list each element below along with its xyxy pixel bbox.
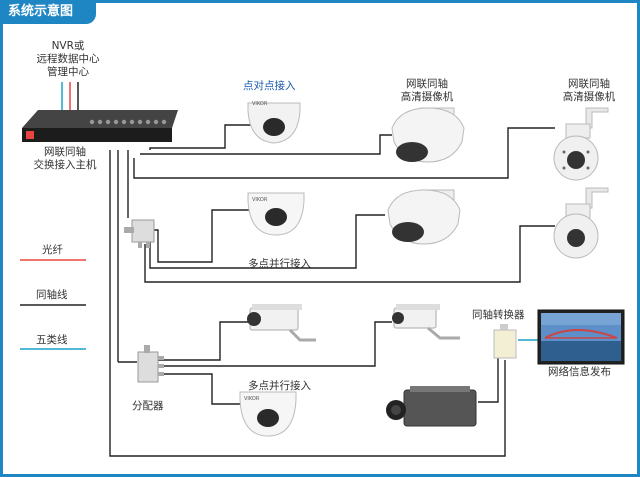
dome-camera-icon: [239, 391, 297, 437]
nvr-label-line2: 远程数据中心: [36, 53, 100, 65]
display-screen-icon: [537, 309, 625, 365]
converter-label: 同轴转换器: [472, 309, 525, 321]
nvr-label: NVR或 远程数据中心 管理中心: [28, 40, 108, 79]
legend-cat5-label: 五类线: [36, 334, 68, 346]
bullet-camera-icon: [392, 304, 460, 340]
legend-fiber-label: 光纤: [42, 244, 63, 256]
hd-camera-icon: [391, 107, 465, 163]
multi-point-label-1: 多点并行接入: [248, 258, 311, 270]
nvr-label-line3: 管理中心: [47, 66, 89, 78]
box-camera-icon: [386, 386, 477, 427]
brand-mark: VIKOR: [252, 197, 268, 203]
host-label-line1: 网联同轴: [44, 146, 86, 158]
legend-coax-label: 同轴线: [36, 289, 68, 301]
dome-camera-icon: [247, 102, 301, 144]
nvr-label-line1: NVR或: [51, 40, 85, 52]
coax-lines: [109, 124, 555, 457]
host-device-icon: [22, 110, 178, 142]
legend-lines: [20, 259, 86, 350]
splitter-icon: [124, 219, 155, 248]
p2p-label: 点对点接入: [243, 80, 296, 92]
multi-point-label-2: 多点并行接入: [248, 380, 311, 392]
host-label: 网联同轴 交换接入主机: [20, 146, 110, 172]
splitter-icon: [137, 345, 164, 383]
hd-camera-label-2: 网联同轴 高清摄像机: [562, 78, 616, 103]
brand-mark: VIKOR: [244, 396, 260, 402]
host-label-line2: 交换接入主机: [33, 159, 97, 171]
display-label: 网络信息发布: [548, 366, 611, 378]
hd-camera-icon: [387, 189, 461, 245]
ptz-camera-icon: [553, 187, 609, 259]
diagram-title: 系统示意图: [0, 0, 96, 24]
dome-camera-icon: [247, 192, 305, 236]
bullet-camera-icon: [247, 304, 316, 342]
ptz-camera-icon: [553, 107, 609, 181]
coax-converter-icon: [493, 324, 517, 359]
splitter-label: 分配器: [132, 400, 164, 412]
hd-camera-label-1: 网联同轴 高清摄像机: [400, 78, 454, 103]
brand-mark: VIKOR: [252, 101, 268, 107]
